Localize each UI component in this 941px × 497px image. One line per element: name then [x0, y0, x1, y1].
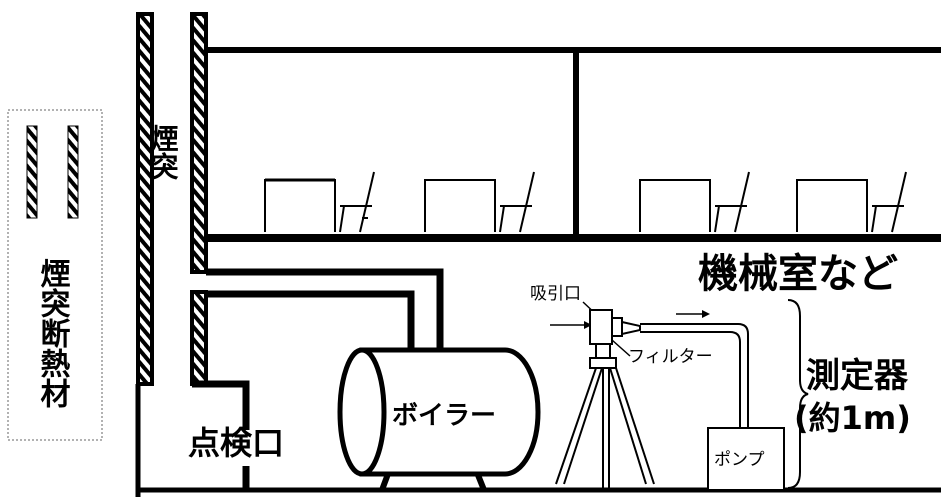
boiler: ボイラー: [337, 347, 541, 492]
chair-icon: [871, 171, 907, 233]
building: [138, 47, 941, 493]
chimney-insulation-outer: [136, 12, 154, 386]
arrow-icon: [676, 310, 710, 318]
chimney-label: 煙突: [147, 124, 180, 180]
desk-icon: [639, 179, 711, 232]
pump-box: [707, 427, 785, 491]
legend-label: 煙突断熱材: [35, 258, 71, 408]
pump-label: ポンプ: [714, 450, 765, 470]
intake-label: 吸引口: [530, 284, 581, 304]
desk-icon: [796, 179, 868, 232]
sampling-apparatus: 吸引口 フィルター: [530, 284, 785, 491]
machine-room-label: 機械室など: [698, 251, 898, 297]
measuring-device-label: 測定器: [806, 356, 909, 396]
brace-icon: [787, 299, 809, 489]
legend: 煙突断熱材: [7, 109, 103, 441]
sampler-head: [589, 309, 613, 345]
furniture: [264, 171, 907, 233]
chimney-insulation-inner: [190, 12, 208, 274]
hatched-insulation-icon: [26, 125, 38, 219]
chair-icon: [339, 171, 375, 233]
inspection-port-label: 点検口: [188, 424, 284, 462]
desk-icon: [424, 179, 496, 232]
filter-label: フィルター: [628, 347, 713, 367]
device-size-label: (約1m): [794, 399, 911, 437]
chimney-insulation-lower: [190, 290, 208, 386]
chair-icon: [499, 171, 535, 233]
flue-duct: [206, 268, 444, 360]
inspection-port-wall: [192, 380, 250, 490]
desk-icon: [264, 178, 336, 232]
hatched-insulation-icon: [67, 125, 79, 219]
arrow-icon: [550, 321, 592, 329]
chair-icon: [714, 171, 750, 233]
chimney: 煙突: [135, 12, 208, 497]
boiler-label: ボイラー: [392, 401, 496, 431]
tripod-icon: [555, 367, 655, 490]
